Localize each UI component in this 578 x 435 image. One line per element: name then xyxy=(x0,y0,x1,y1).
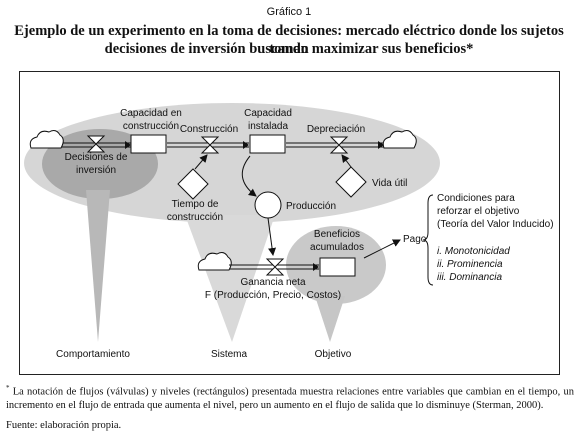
label-vida-util: Vida útil xyxy=(372,178,407,189)
category-sistema: Sistema xyxy=(211,349,248,360)
label-construccion: Construcción xyxy=(180,124,238,135)
label-ganancia: Ganancia neta xyxy=(240,277,305,288)
system-funnel xyxy=(185,215,275,342)
footnote-marker: * xyxy=(6,384,10,392)
conditions-heading-1: Condiciones para xyxy=(437,193,515,204)
link-tiempo-construccion xyxy=(194,154,208,170)
label-tiempo-2: construcción xyxy=(167,212,223,223)
label-ganancia-formula: F (Producción, Precio, Costos) xyxy=(205,290,341,301)
label-depreciacion: Depreciación xyxy=(307,124,365,135)
figure-title-line2: decisiones de inversión buscando maximiz… xyxy=(104,41,474,57)
footnote-text: La notación de flujos (válvulas) y nivel… xyxy=(6,386,574,411)
conditions-heading-3: (Teoría del Valor Inducido) xyxy=(437,219,554,230)
label-tiempo-1: Tiempo de xyxy=(172,199,219,210)
valve-ganancia-icon xyxy=(265,258,285,276)
category-objetivo: Objetivo xyxy=(315,349,352,360)
label-beneficios-2: acumulados xyxy=(310,242,364,253)
link-produccion-ganancia xyxy=(267,217,277,256)
link-capacidad-produccion xyxy=(241,155,257,197)
sink-cloud-icon xyxy=(382,130,417,149)
label-decisiones-1: Decisiones de xyxy=(65,152,128,163)
label-capacidad-construccion-2: construcción xyxy=(123,121,179,132)
source-note: Fuente: elaboración propia. xyxy=(6,420,122,431)
stock-capacidad-construccion xyxy=(130,134,167,154)
label-produccion: Producción xyxy=(286,201,336,212)
conditions-heading-2: reforzar el objetivo xyxy=(437,206,520,217)
aux-tiempo-construccion xyxy=(177,168,209,200)
valve-depreciacion-icon xyxy=(329,136,349,154)
stock-beneficios xyxy=(319,257,356,277)
footnote: * La notación de flujos (válvulas) y niv… xyxy=(6,382,574,412)
valve-decisiones-icon xyxy=(86,135,106,153)
label-decisiones-2: inversión xyxy=(76,165,116,176)
link-vida-depreciacion xyxy=(341,154,352,168)
label-beneficios-1: Beneficios xyxy=(314,229,360,240)
label-pago: Pago xyxy=(403,234,427,245)
conditions-brace xyxy=(422,194,434,286)
condition-item-3: iii. Dominancia xyxy=(437,272,502,283)
figure-label: Gráfico 1 xyxy=(266,6,312,18)
valve-construccion-icon xyxy=(200,136,220,154)
source-cloud-icon xyxy=(29,130,64,149)
link-beneficios-pago xyxy=(363,239,401,259)
condition-item-1: i. Monotonicidad xyxy=(437,246,510,257)
aux-vida-util xyxy=(335,166,367,198)
category-comportamiento: Comportamiento xyxy=(56,349,130,360)
label-capacidad-instalada-1: Capacidad xyxy=(244,108,292,119)
aux-produccion xyxy=(254,191,282,219)
label-capacidad-construccion-1: Capacidad en xyxy=(120,108,182,119)
condition-item-2: ii. Prominencia xyxy=(437,259,503,270)
behavior-funnel xyxy=(86,190,110,342)
figure-title-line1: Ejemplo de un experimento en la toma de … xyxy=(14,23,564,57)
stock-capacidad-instalada xyxy=(249,134,286,154)
diagram-frame xyxy=(19,71,560,375)
label-capacidad-instalada-2: instalada xyxy=(248,121,288,132)
objective-funnel xyxy=(315,296,345,342)
profit-source-cloud-icon xyxy=(197,252,232,271)
